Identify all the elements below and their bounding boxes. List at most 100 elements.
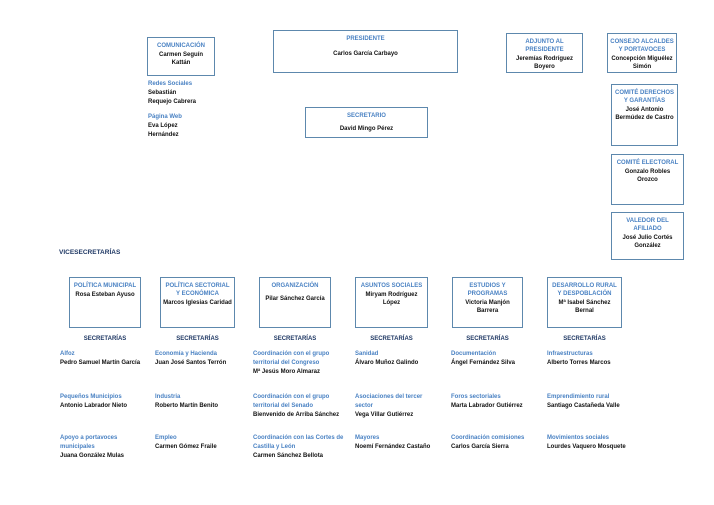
comunicacion-entry-redes-sociales: Redes Sociales Sebastián Requejo Cabrera	[148, 80, 200, 107]
secretaria-entry: Sanidad Álvaro Muñoz Galindo	[355, 350, 443, 368]
person-name: Antonio Labrador Nieto	[60, 403, 127, 409]
org-box-person: José Julio Cortés González	[622, 235, 673, 249]
area-label: Apoyo a portavoces municipales	[60, 435, 118, 450]
person-name: Pedro Samuel Martín García	[60, 360, 141, 366]
vice-box-title: ASUNTOS SOCIALES	[360, 283, 423, 289]
org-box-title: COMITÉ DERECHOS Y GARANTÍAS	[614, 90, 674, 104]
org-box-title: ADJUNTO AL PRESIDENTE	[525, 39, 564, 53]
vice-box-title: DESARROLLO RURAL Y DESPOBLACIÓN	[552, 283, 617, 297]
secretarias-label: SECRETARÍAS	[176, 336, 219, 342]
person-name: Bienvenido de Arriba Sánchez	[253, 412, 340, 418]
vice-box-asuntos-sociales: ASUNTOS SOCIALES Miryam Rodríguez López	[355, 277, 428, 328]
person-name: Roberto Martín Benito	[155, 403, 218, 409]
vice-box-organizacion: ORGANIZACIÓN Pilar Sánchez García	[259, 277, 331, 328]
vice-box-person: Pilar Sánchez García	[265, 296, 325, 302]
org-box-person: Carlos García Carbayo	[333, 51, 398, 57]
area-label: Coordinación comisiones	[451, 435, 525, 441]
secretaria-entry: Pequeños Municipios Antonio Labrador Nie…	[60, 393, 148, 411]
vice-box-title: ESTUDIOS Y PROGRAMAS	[467, 283, 508, 297]
org-box-title: VALEDOR DEL AFILIADO	[626, 218, 669, 232]
secretaria-entry: Documentación Ángel Fernández Silva	[451, 350, 539, 368]
vicesecretarias-section-label: VICESECRETARÍAS	[59, 249, 121, 256]
vice-box-title: POLÍTICA SECTORIAL Y ECONÓMICA	[165, 283, 230, 297]
vice-box-politica-sectorial: POLÍTICA SECTORIAL Y ECONÓMICA Marcos Ig…	[160, 277, 235, 328]
secretarias-label: SECRETARÍAS	[563, 336, 606, 342]
secretaria-entry: Apoyo a portavoces municipales Juana Gon…	[60, 434, 140, 461]
vice-box-person: Victoria Manjón Barrera	[465, 300, 510, 314]
person-name: Marta Labrador Gutiérrez	[451, 403, 523, 409]
org-box-person: Jeremías Rodríguez Boyero	[515, 56, 574, 70]
org-box-comite-electoral: COMITÉ ELECTORAL Gonzalo Robles Orozco	[611, 154, 684, 205]
org-box-valedor-afiliado: VALEDOR DEL AFILIADO José Julio Cortés G…	[611, 212, 684, 260]
secretaria-entry: Mayores Noemí Fernández Castaño	[355, 434, 443, 452]
area-label: Coordinación con las Cortes de Castilla …	[253, 435, 344, 450]
area-label: Documentación	[451, 351, 497, 357]
vice-box-politica-municipal: POLÍTICA MUNICIPAL Rosa Esteban Ayuso	[69, 277, 141, 328]
secretaria-entry: Emprendimiento rural Santiago Castañeda …	[547, 393, 635, 411]
area-label: Redes Sociales	[148, 81, 193, 87]
org-box-person: José Antonio Bermúdez de Castro	[615, 107, 674, 121]
org-box-comite-derechos: COMITÉ DERECHOS Y GARANTÍAS José Antonio…	[611, 84, 678, 146]
secretaria-entry: Foros sectoriales Marta Labrador Gutiérr…	[451, 393, 539, 411]
person-name: Ángel Fernández Silva	[451, 360, 516, 366]
area-label: Foros sectoriales	[451, 394, 501, 400]
person-name: Álvaro Muñoz Galindo	[355, 360, 419, 366]
area-label: Sanidad	[355, 351, 379, 357]
area-label: Alfoz	[60, 351, 75, 357]
secretaria-entry: Empleo Carmen Gómez Fraile	[155, 434, 243, 452]
secretarias-label: SECRETARÍAS	[273, 336, 317, 342]
area-label: Emprendimiento rural	[547, 394, 610, 400]
person-name: Sebastián Requejo Cabrera	[148, 90, 197, 105]
person-name: Alberto Torres Marcos	[547, 360, 611, 366]
person-name: Noemí Fernández Castaño	[355, 444, 431, 450]
vice-box-title: POLÍTICA MUNICIPAL	[73, 283, 137, 289]
comunicacion-entry-pagina-web: Página Web Eva López Hernández	[148, 113, 200, 140]
vice-box-estudios-programas: ESTUDIOS Y PROGRAMAS Victoria Manjón Bar…	[452, 277, 523, 328]
org-box-title: CONSEJO ALCALDES Y PORTAVOCES	[610, 39, 674, 53]
vice-box-person: Miryam Rodríguez López	[365, 292, 418, 306]
org-box-presidente: PRESIDENTE Carlos García Carbayo	[273, 30, 458, 73]
org-box-person: David Mingo Pérez	[339, 126, 394, 132]
secretaria-entry: Coordinación con el grupo territorial de…	[253, 350, 348, 377]
area-label: Asociaciones del tercer sector	[355, 394, 423, 409]
person-name: Vega Villar Gutiérrez	[355, 412, 414, 418]
vice-box-person: Marcos Iglesias Caridad	[163, 300, 232, 306]
vice-box-desarrollo-rural: DESARROLLO RURAL Y DESPOBLACIÓN Mª Isabe…	[547, 277, 622, 328]
org-box-secretario: SECRETARIO David Mingo Pérez	[305, 107, 428, 138]
area-label: Pequeños Municipios	[60, 394, 122, 400]
secretarias-label: SECRETARÍAS	[466, 336, 509, 342]
org-box-title: PRESIDENTE	[346, 36, 385, 42]
person-name: Mª Jesús Moro Almaraz	[253, 369, 321, 375]
area-label: Infraestructuras	[547, 351, 593, 357]
person-name: Santiago Castañeda Valle	[547, 403, 620, 409]
secretarias-label: SECRETARÍAS	[370, 336, 413, 342]
secretaria-entry: Infraestructuras Alberto Torres Marcos	[547, 350, 635, 368]
person-name: Lourdes Vaquero Mosquete	[547, 444, 626, 450]
person-name: Juan José Santos Terrón	[155, 360, 227, 366]
org-box-consejo-alcaldes: CONSEJO ALCALDES Y PORTAVOCES Concepción…	[607, 33, 677, 73]
vice-box-person: Rosa Esteban Ayuso	[75, 292, 135, 298]
area-label: Página Web	[148, 114, 182, 120]
org-box-title: COMITÉ ELECTORAL	[616, 160, 679, 166]
secretaria-entry: Coordinación con el grupo territorial de…	[253, 393, 348, 420]
org-box-title: SECRETARIO	[347, 113, 386, 119]
person-name: Carmen Gómez Fraile	[155, 444, 217, 450]
org-box-person: Concepción Miguélez Simón	[611, 56, 673, 70]
org-box-person: Carmen Seguín Kattán	[158, 52, 203, 66]
person-name: Juana González Mulas	[60, 453, 125, 459]
area-label: Empleo	[155, 435, 177, 441]
secretarias-label: SECRETARÍAS	[83, 336, 127, 342]
area-label: Mayores	[355, 435, 380, 441]
secretaria-entry: Asociaciones del tercer sector Vega Vill…	[355, 393, 435, 420]
org-box-person: Gonzalo Robles Orozco	[624, 169, 671, 183]
area-label: Economía y Hacienda	[155, 351, 218, 357]
org-box-comunicacion: COMUNICACIÓN Carmen Seguín Kattán	[147, 37, 215, 76]
secretaria-entry: Movimientos sociales Lourdes Vaquero Mos…	[547, 434, 635, 452]
person-name: Carmen Sánchez Bellota	[253, 453, 324, 459]
secretaria-entry: Coordinación comisiones Carlos García Si…	[451, 434, 539, 452]
secretaria-entry: Industria Roberto Martín Benito	[155, 393, 243, 411]
secretaria-entry: Economía y Hacienda Juan José Santos Ter…	[155, 350, 243, 368]
person-name: Eva López Hernández	[148, 123, 179, 138]
org-box-adjunto-presidente: ADJUNTO AL PRESIDENTE Jeremías Rodríguez…	[506, 33, 583, 73]
